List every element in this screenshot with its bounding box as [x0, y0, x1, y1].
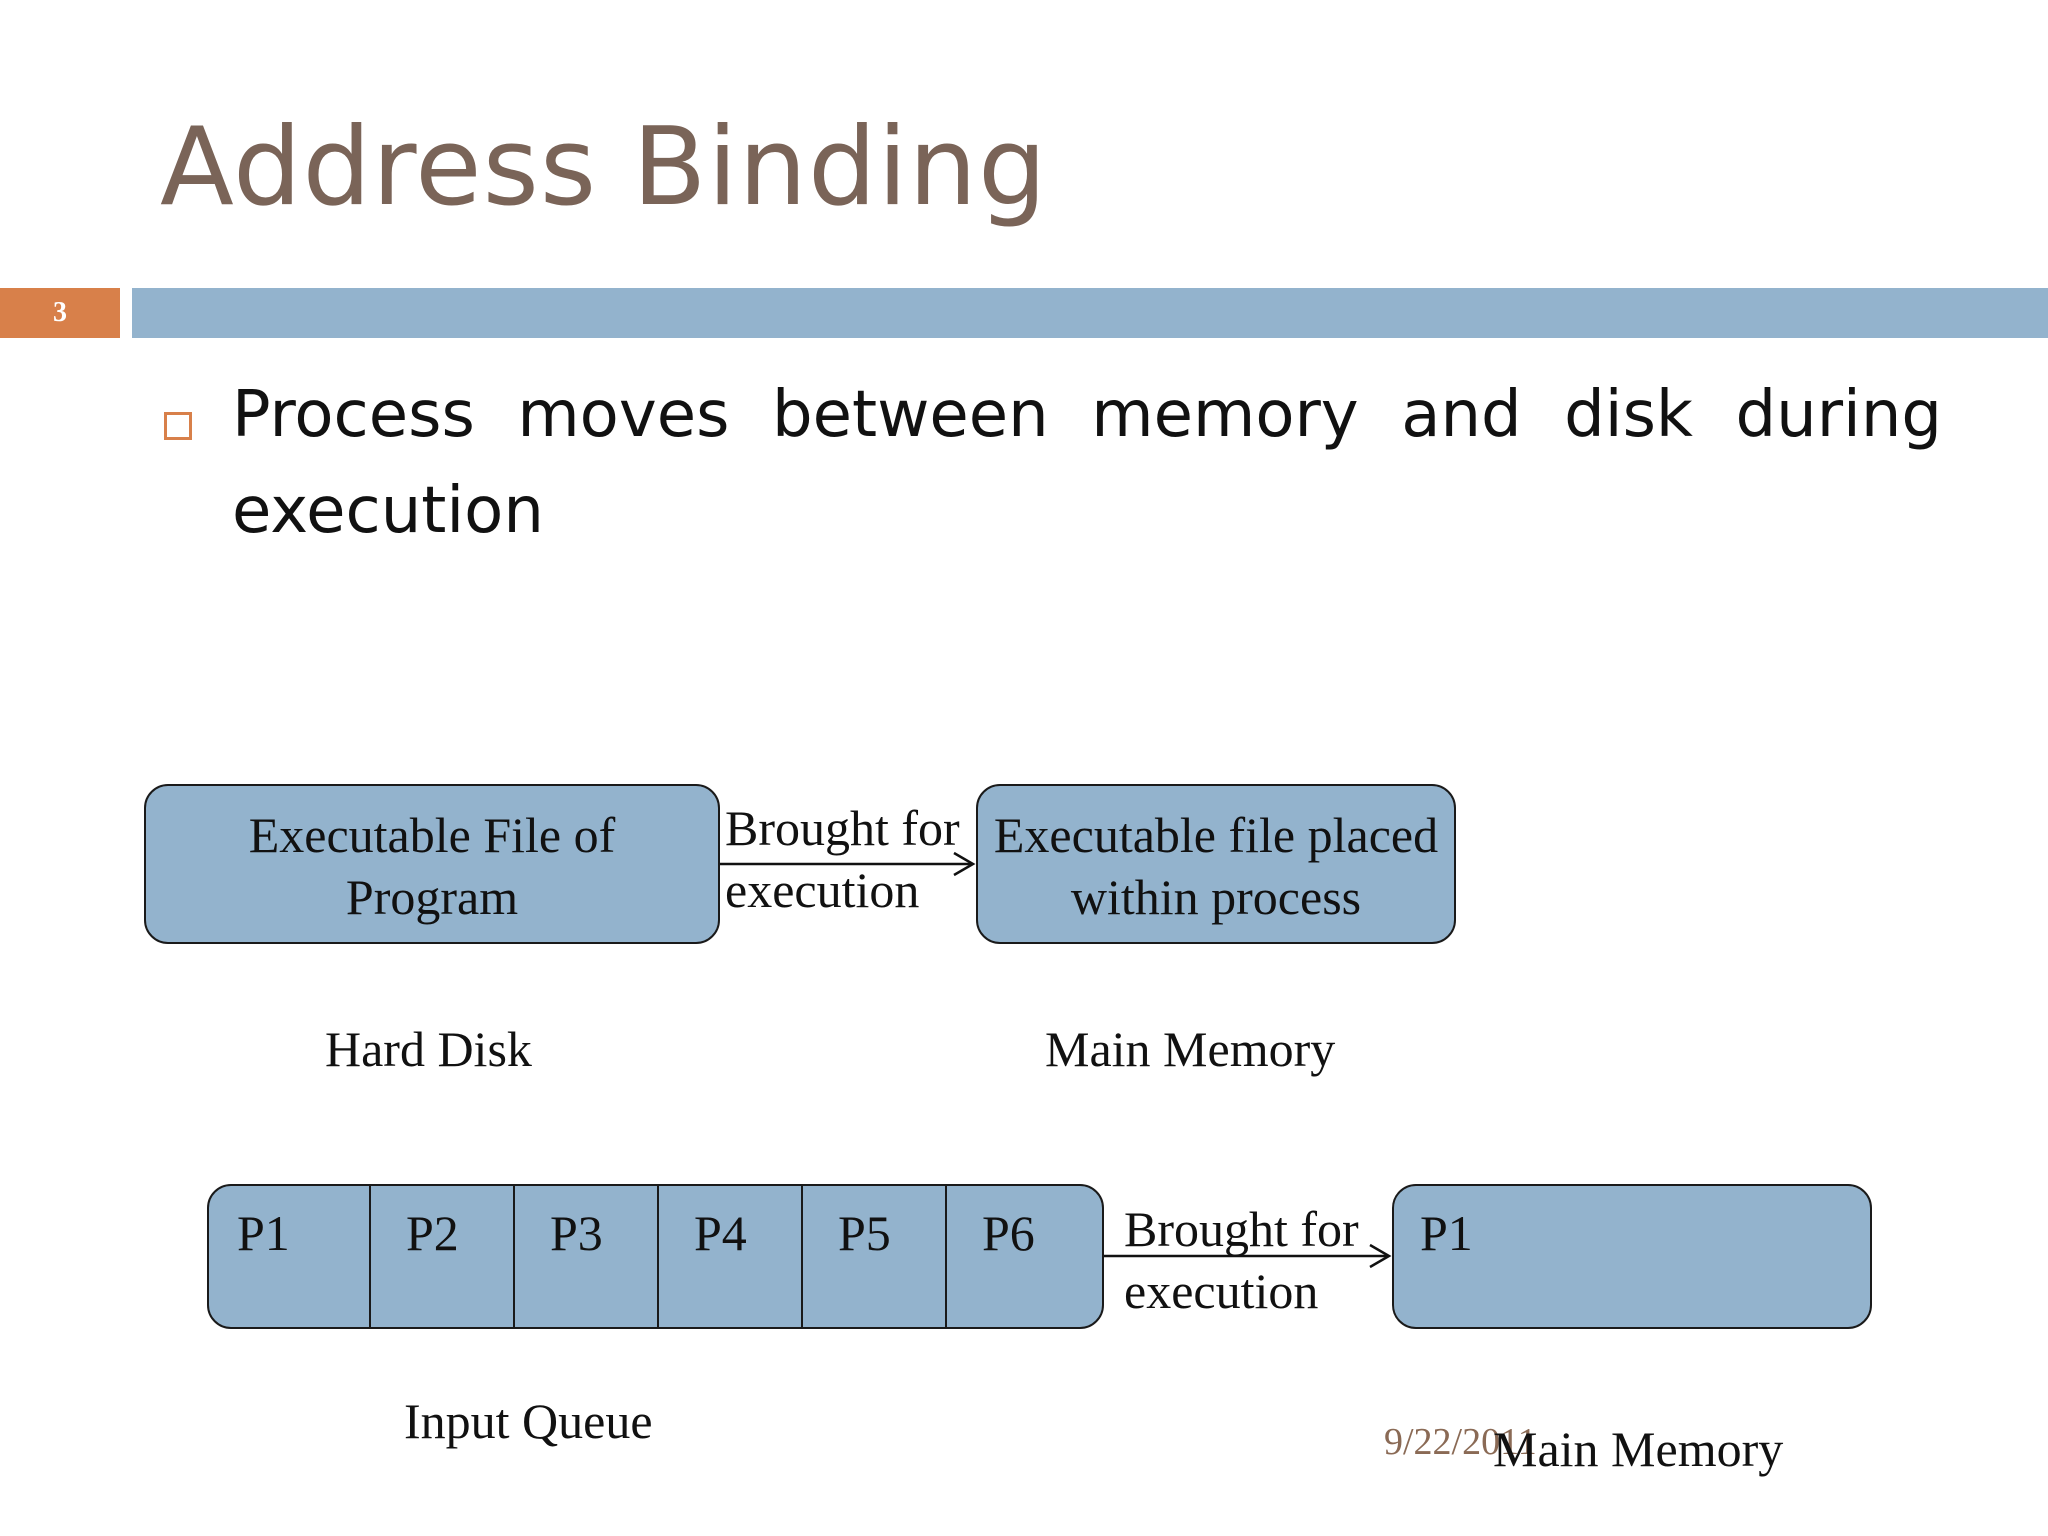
- queue-cell-5: P5: [803, 1186, 947, 1327]
- slide-number-badge: 3: [0, 288, 120, 338]
- queue-cell-4: P4: [659, 1186, 803, 1327]
- bottom-arrow: [1104, 1243, 1392, 1269]
- queue-cell-6: P6: [947, 1186, 1102, 1327]
- queue-cell-label: P1: [237, 1205, 290, 1261]
- executable-file-line-2: Program: [345, 869, 519, 925]
- queue-cell-label: P4: [694, 1205, 747, 1261]
- queue-cell-label: P3: [550, 1205, 603, 1261]
- queue-cell-label: P2: [406, 1205, 459, 1261]
- input-queue-caption: Input Queue: [404, 1393, 653, 1449]
- title-divider-bar: [132, 288, 2048, 338]
- main-memory-caption-bottom: Main Memory: [1493, 1421, 1784, 1477]
- input-queue-box: P1 P2 P3 P4 P5 P6: [207, 1184, 1104, 1329]
- main-memory-box: P1: [1392, 1184, 1872, 1329]
- process-placement-line-2: within process: [1070, 869, 1362, 925]
- queue-cell-2: P2: [371, 1186, 515, 1327]
- main-memory-caption-top: Main Memory: [1045, 1021, 1336, 1077]
- top-arrow: [720, 851, 976, 877]
- process-placement-line-1: Executable file placed: [993, 807, 1439, 863]
- top-arrow-label-line-2: execution: [725, 862, 920, 918]
- slide-title: Address Binding: [160, 105, 1048, 230]
- executable-file-box: Executable File of Program: [144, 784, 720, 944]
- bullet-text-line-2: execution: [232, 474, 544, 548]
- bullet-square-icon: [164, 412, 192, 440]
- queue-cell-label: P6: [982, 1205, 1035, 1261]
- queue-cell-1: P1: [209, 1186, 371, 1327]
- executable-file-line-1: Executable File of: [248, 807, 616, 863]
- top-arrow-label-line-1: Brought for: [725, 800, 960, 856]
- bottom-arrow-label-line-2: execution: [1124, 1263, 1319, 1319]
- slide-date: 9/22/2011: [1384, 1421, 1537, 1463]
- queue-cell-3: P3: [515, 1186, 659, 1327]
- bullet-text-line-1: Process moves between memory and disk du…: [232, 378, 1942, 452]
- process-placement-box: Executable file placed within process: [976, 784, 1456, 944]
- main-memory-box-label: P1: [1420, 1205, 1473, 1261]
- bottom-arrow-label-line-1: Brought for: [1124, 1201, 1359, 1257]
- hard-disk-caption: Hard Disk: [325, 1021, 532, 1077]
- queue-cell-label: P5: [838, 1205, 891, 1261]
